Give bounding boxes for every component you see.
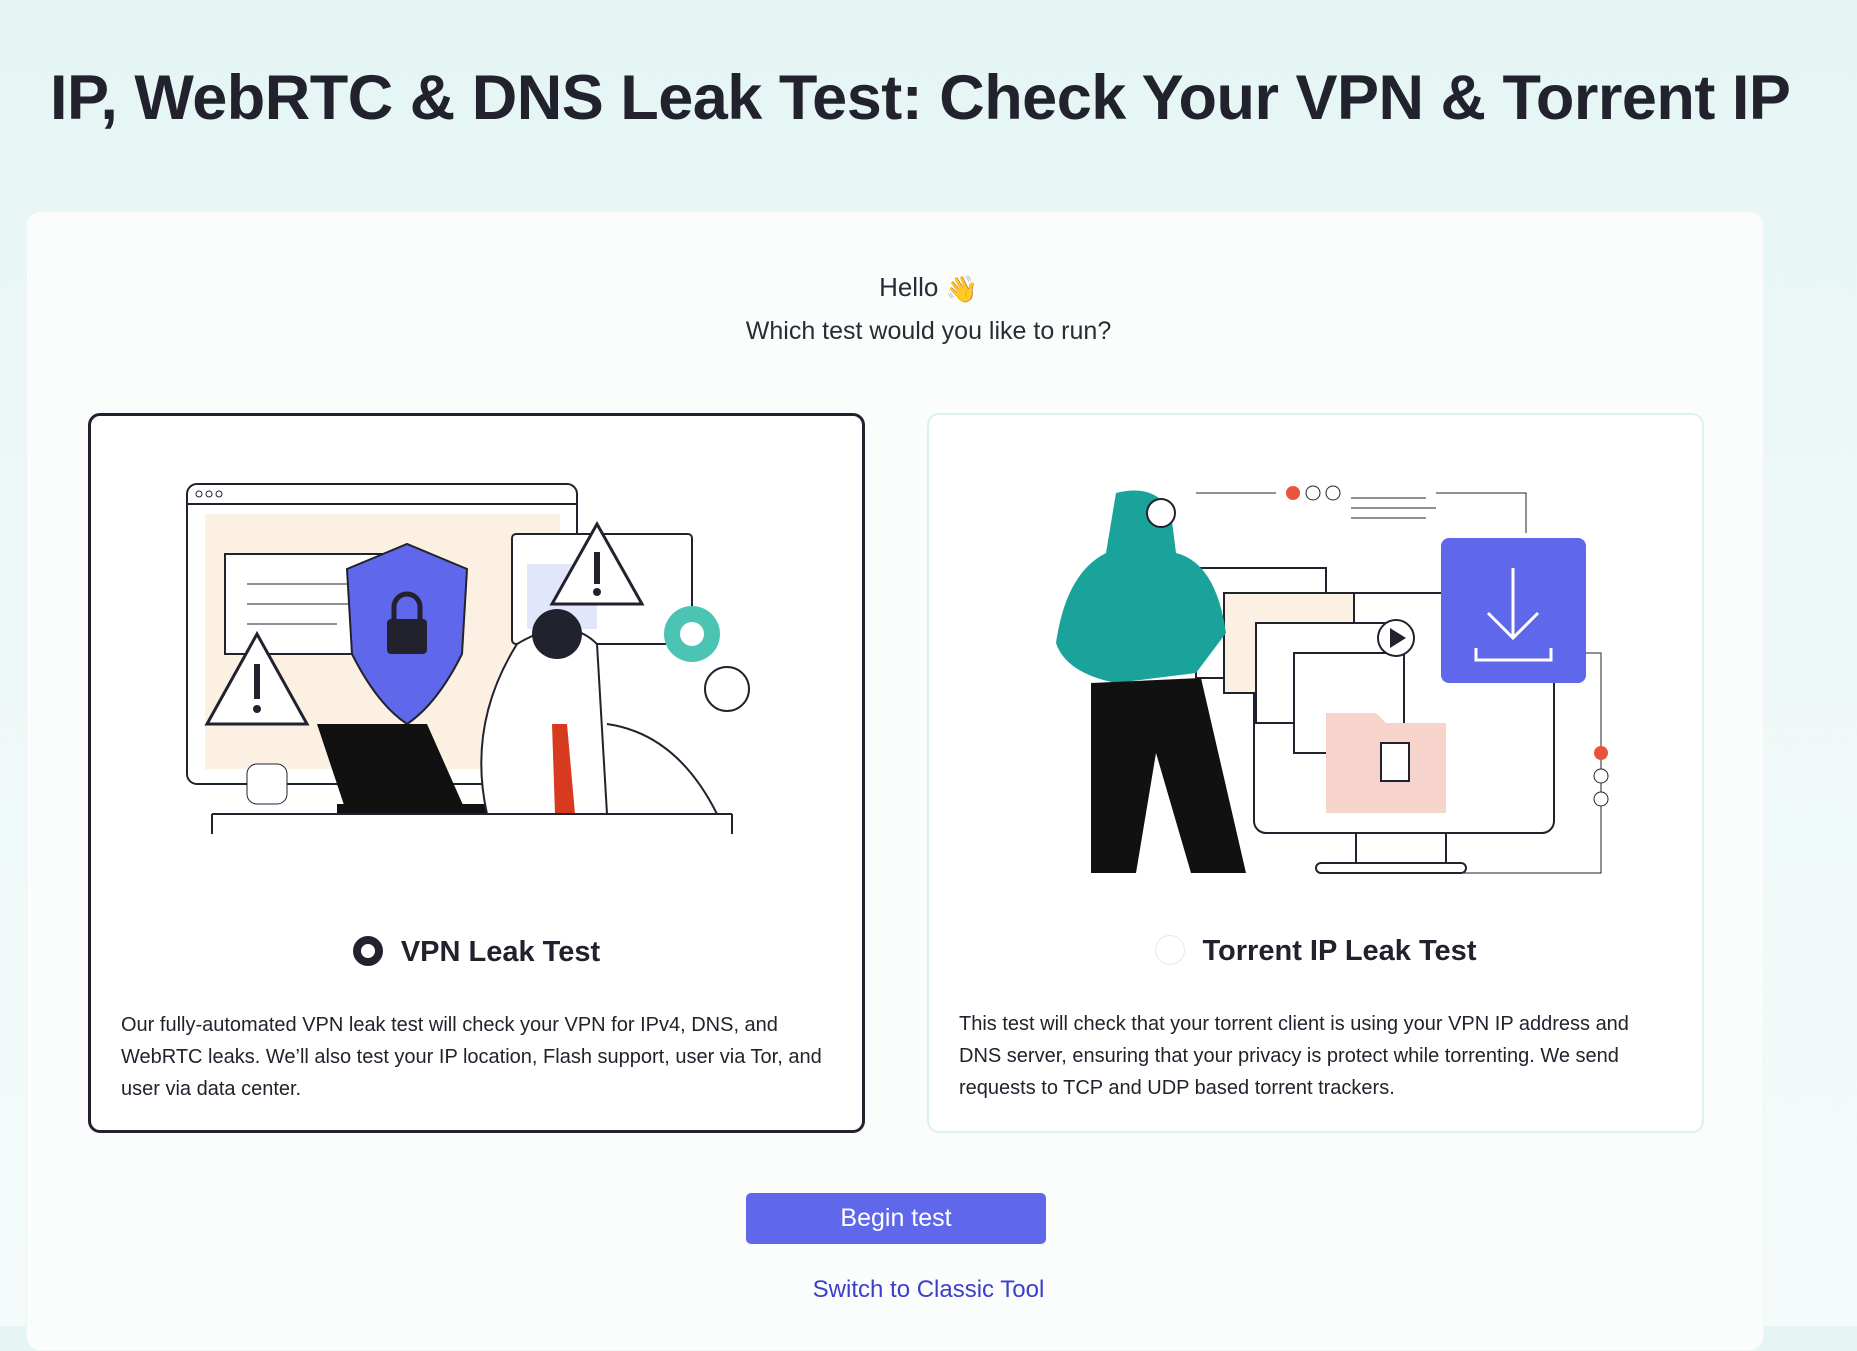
- page-title: IP, WebRTC & DNS Leak Test: Check Your V…: [50, 63, 1791, 133]
- option-vpn-leak-test[interactable]: VPN Leak Test Our fully-automated VPN le…: [88, 413, 865, 1133]
- greeting-text: Hello: [879, 272, 939, 302]
- question: Which test would you like to run?: [745, 317, 1112, 345]
- option-title: Torrent IP Leak Test: [929, 935, 1702, 968]
- option-title: VPN Leak Test: [91, 936, 862, 969]
- vpn-leak-illustration: [185, 483, 750, 834]
- option-title-text: Torrent IP Leak Test: [1202, 935, 1477, 967]
- option-description: This test will check that your torrent c…: [959, 1013, 1629, 1099]
- begin-test-button[interactable]: Begin test: [746, 1193, 1046, 1244]
- link-text[interactable]: Switch to Classic Tool: [812, 1276, 1045, 1303]
- radio-selected[interactable]: [352, 936, 383, 966]
- greeting: Hello 👋: [0, 272, 1857, 305]
- waving-hand-icon: 👋: [945, 274, 978, 304]
- radio-unselected[interactable]: [1154, 935, 1185, 965]
- option-title-text: VPN Leak Test: [400, 936, 601, 968]
- option-description: Our fully-automated VPN leak test will c…: [121, 1014, 822, 1100]
- torrent-leak-illustration: [1055, 485, 1608, 874]
- switch-to-classic-tool-link[interactable]: Switch to Classic Tool: [0, 1276, 1857, 1304]
- option-torrent-ip-leak-test[interactable]: Torrent IP Leak Test This test will chec…: [927, 413, 1704, 1133]
